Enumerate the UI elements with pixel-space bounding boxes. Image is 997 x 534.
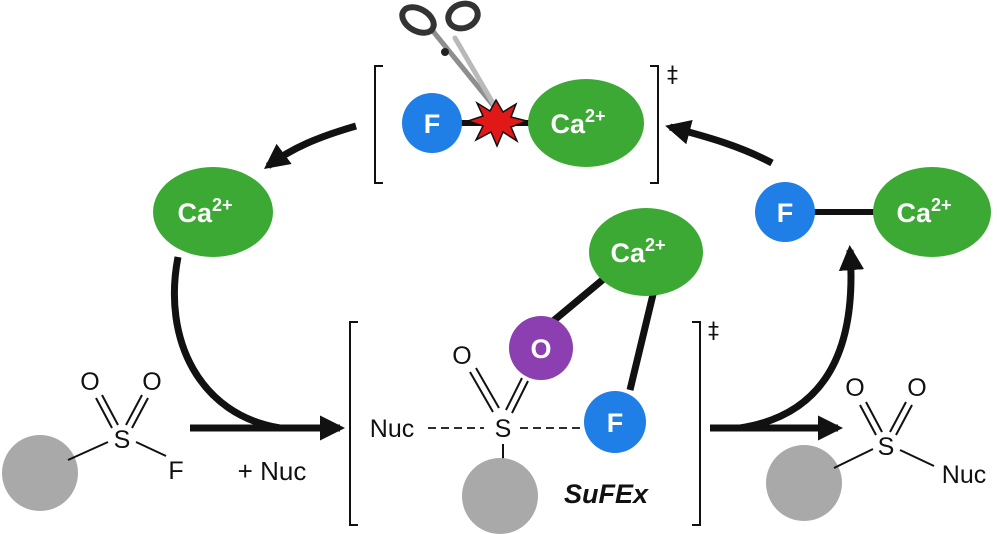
center-substrate-sphere — [462, 458, 538, 534]
right-fluoride-label: F — [777, 198, 794, 228]
top-transition-state: ‡ F Ca2+ — [374, 0, 678, 184]
ca-f-coordination-bond — [626, 281, 660, 391]
center-so-double-bond-b — [475, 367, 500, 409]
product-s-nuc-bond — [899, 449, 935, 467]
sufex-caption: SuFEx — [564, 479, 649, 509]
reactant-fluorine: F — [168, 457, 183, 485]
product-so-double-bond-1b — [865, 401, 883, 433]
reactant-sphere-s-bond — [67, 441, 109, 461]
center-nuc-label: Nuc — [370, 415, 414, 443]
left-calcium-label: Ca2+ — [177, 195, 232, 228]
product-sulfur: S — [878, 433, 895, 461]
top-dagger: ‡ — [667, 63, 678, 88]
center-so-coord-bond-a — [505, 377, 523, 411]
reactant-oxygen-1: O — [80, 368, 99, 396]
center-left-bracket — [349, 321, 358, 526]
reactant-so-double-bond-2b — [131, 397, 149, 429]
top-calcium-label: Ca2+ — [550, 106, 605, 139]
product-so-double-bond-2a — [889, 401, 907, 433]
center-calcium-label: Ca2+ — [610, 235, 665, 268]
center-fluoride-atom — [584, 391, 646, 453]
reactant-so-double-bond-1a — [95, 397, 113, 429]
reactant-sulfur: S — [114, 426, 131, 454]
center-free-oxygen: O — [452, 342, 471, 370]
ca-o-coordination-bond — [549, 269, 615, 325]
top-calcium-ion — [528, 79, 644, 167]
sulfonyl-fluoride-reactant: S F O O — [2, 368, 184, 511]
center-oxygen-atom — [509, 316, 573, 380]
right-fluoride-atom — [755, 182, 815, 242]
calcium-fluoride-pair: F Ca2+ — [755, 167, 991, 257]
product-oxygen-2: O — [907, 374, 926, 402]
arrow-ca-to-sufex-ts — [171, 256, 281, 432]
top-fluoride-label: F — [424, 109, 441, 139]
center-sulfur: S — [495, 415, 512, 443]
center-right-bracket — [692, 321, 701, 526]
product-oxygen-1: O — [845, 374, 864, 402]
top-left-bracket — [374, 65, 383, 184]
reactant-oxygen-2: O — [142, 368, 161, 396]
arrow-top-ts-to-left-ca — [263, 122, 357, 170]
top-fluoride-atom — [402, 93, 462, 153]
center-so-coord-bond-b — [511, 380, 529, 414]
product-so-double-bond-1a — [859, 404, 877, 436]
left-calcium-ion — [153, 167, 273, 257]
center-oxygen-label: O — [530, 334, 551, 364]
product-sphere-s-bond — [833, 448, 874, 469]
reactant-s-f-bond — [135, 441, 167, 457]
center-so-double-bond-a — [469, 371, 494, 413]
arrow-ts-to-caf — [739, 244, 865, 432]
center-dagger: ‡ — [708, 319, 719, 344]
product-nuc-label: Nuc — [942, 461, 986, 489]
top-right-bracket — [650, 65, 659, 184]
center-fluoride-label: F — [607, 408, 624, 438]
reactant-so-double-bond-1b — [101, 394, 119, 426]
arrow-right-caf-to-top-ts — [665, 119, 774, 167]
sulfonylated-product: S Nuc O O — [766, 374, 986, 521]
right-calcium-ion — [873, 167, 991, 257]
product-so-double-bond-2b — [895, 404, 913, 436]
reactant-so-double-bond-2a — [125, 394, 143, 426]
scissors-icon — [399, 0, 500, 113]
sufex-transition-state: ‡ Ca2+ Nuc S O O F SuFEx — [349, 208, 719, 534]
bond-break-burst-icon — [465, 98, 530, 148]
right-calcium-label: Ca2+ — [896, 195, 951, 228]
nucleophile-addition-label: + Nuc — [238, 456, 307, 486]
product-substrate-sphere — [766, 445, 842, 521]
reactant-substrate-sphere — [2, 435, 78, 511]
center-calcium-ion — [589, 208, 703, 296]
